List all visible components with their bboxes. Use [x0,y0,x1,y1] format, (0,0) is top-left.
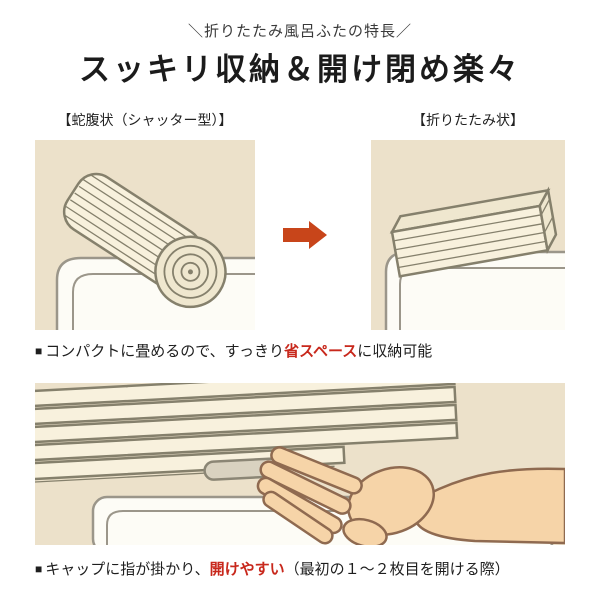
label-shutter-type: 【蛇腹状（シャッター型）】 [57,112,233,128]
feature-storage-text-before: コンパクトに畳めるので、すっきり [45,343,285,360]
folded-lid-stack [389,186,558,278]
page-title: スッキリ収納＆開け閉め楽々 [79,52,521,87]
shutter-roll-panel [35,140,255,330]
folded-lid-illustration [384,186,565,330]
feature-storage-text-after: に収納可能 [357,343,433,360]
feature-opening-highlight: 開けやすい [209,561,285,578]
feature-opening-text-after: （最初の１～２枚目を開ける際） [284,561,510,578]
rolled-lid [61,172,227,309]
feature-storage-highlight: 省スペース [284,343,358,360]
finger-pinky [262,490,334,545]
palm [346,466,436,536]
feature-opening: ■キャップに指が掛かり、開けやすい（最初の１～２枚目を開ける際） [35,558,510,579]
bullet-square-icon: ■ [35,562,43,576]
header-tagline: ＼折りたたみ風呂ふたの特長／ [187,23,412,40]
forearm [413,467,565,545]
thumb [342,517,388,545]
folding-lid-planks [35,383,459,484]
bullet-square-icon: ■ [35,344,43,358]
label-folded-type: 【折りたたみ状】 [412,112,524,128]
feature-storage: ■コンパクトに畳めるので、すっきり省スペースに収納可能 [35,340,432,361]
roll-spiral-end [154,235,227,309]
finger-middle [259,460,352,515]
feature-opening-text-before: キャップに指が掛かり、 [45,561,210,578]
hand-opening-lid-illustration [35,383,565,545]
right-arrow-icon [283,221,327,249]
finger-index [270,446,363,495]
hand [256,446,565,545]
hand-opening-panel [35,383,565,545]
folded-lid-panel [371,140,565,330]
shutter-roll-illustration [55,172,255,330]
